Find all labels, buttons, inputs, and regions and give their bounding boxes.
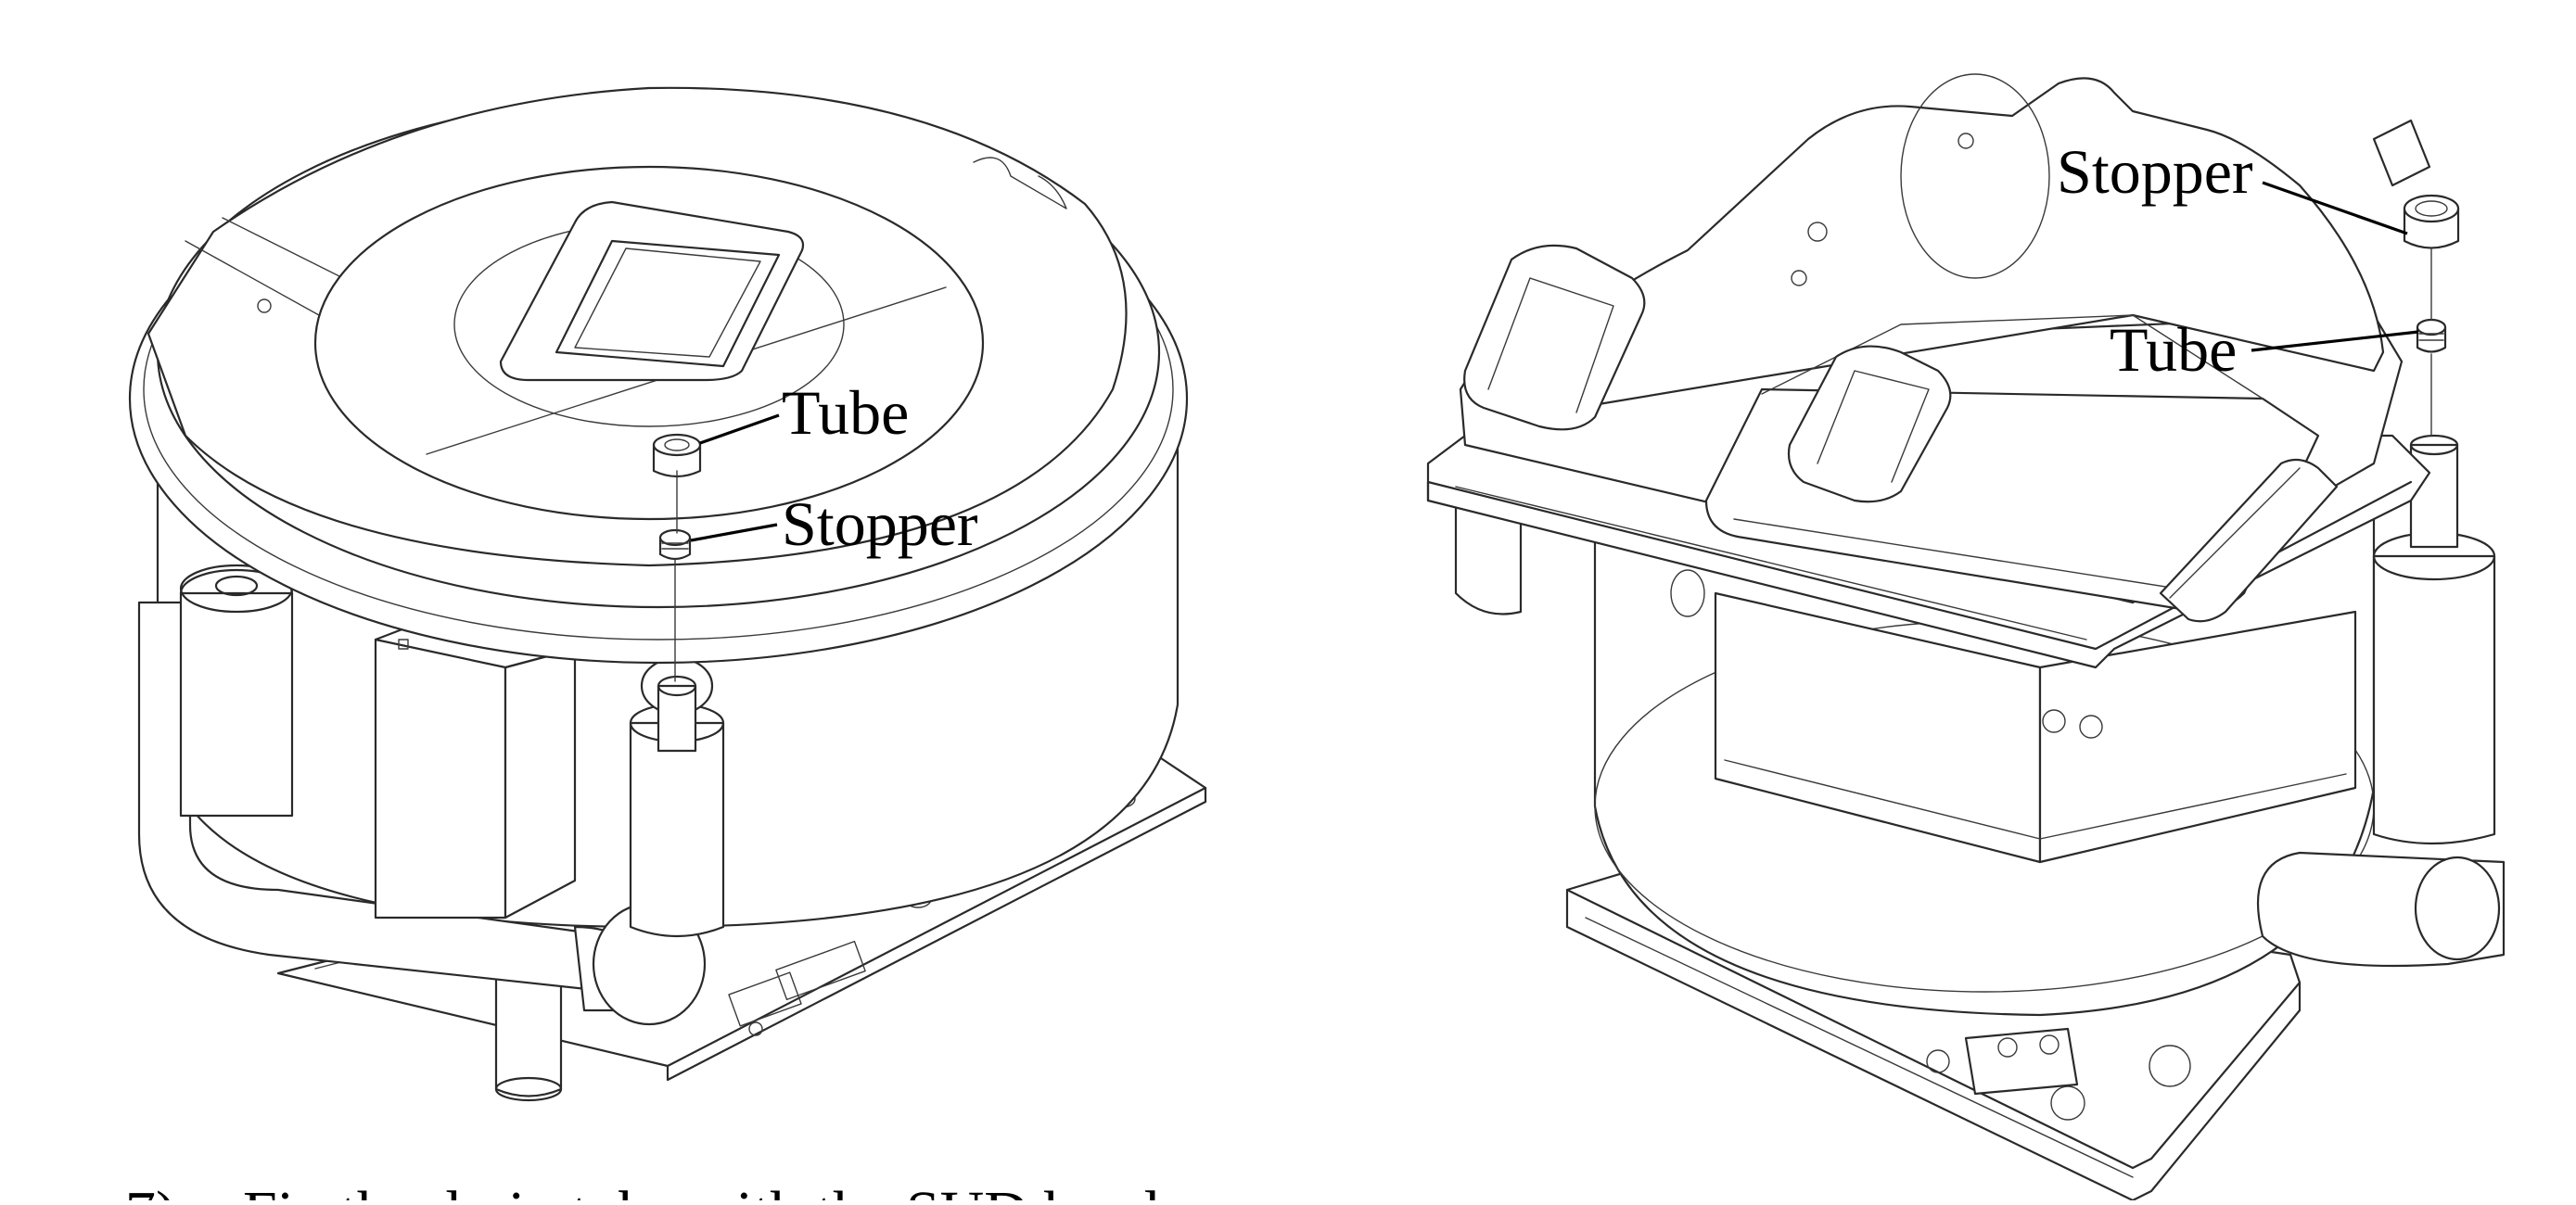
right-side-stub: [1454, 499, 1705, 617]
left-callout-stopper: Stopper: [690, 488, 978, 559]
left-pipe-loop: [137, 564, 707, 1026]
step-caption: 7) Fix the drain tube with the SUD head: [125, 1179, 1159, 1205]
right-tube-label: Tube: [2110, 314, 2237, 385]
left-tube-part: [652, 433, 702, 478]
left-stopper-label: Stopper: [782, 488, 978, 559]
right-stopper-label: Stopper: [2057, 136, 2253, 207]
right-stopper-part: [2403, 194, 2460, 249]
left-stopper-part: [658, 528, 692, 561]
left-callout-tube: Tube: [699, 377, 909, 448]
step-number: 7): [125, 1179, 176, 1200]
left-drain-riser: [629, 656, 725, 938]
right-pipe-loop: [2256, 434, 2506, 968]
right-tube-part: [2416, 318, 2447, 353]
left-assembly-drawing: [128, 86, 1207, 1102]
step-instruction: Fix the drain tube with the SUD head: [243, 1179, 1159, 1200]
left-tube-label: Tube: [782, 377, 909, 448]
left-junction-box: [374, 615, 577, 920]
right-lid-tray: [1426, 73, 2431, 669]
right-callout-tube: Tube: [2110, 314, 2419, 385]
left-lid: [128, 86, 1189, 665]
right-assembly-drawing: [1426, 73, 2506, 1202]
right-callout-stopper: Stopper: [2057, 136, 2408, 235]
left-bottom-pipe: [494, 962, 563, 1102]
right-control-box: [1714, 591, 2357, 864]
